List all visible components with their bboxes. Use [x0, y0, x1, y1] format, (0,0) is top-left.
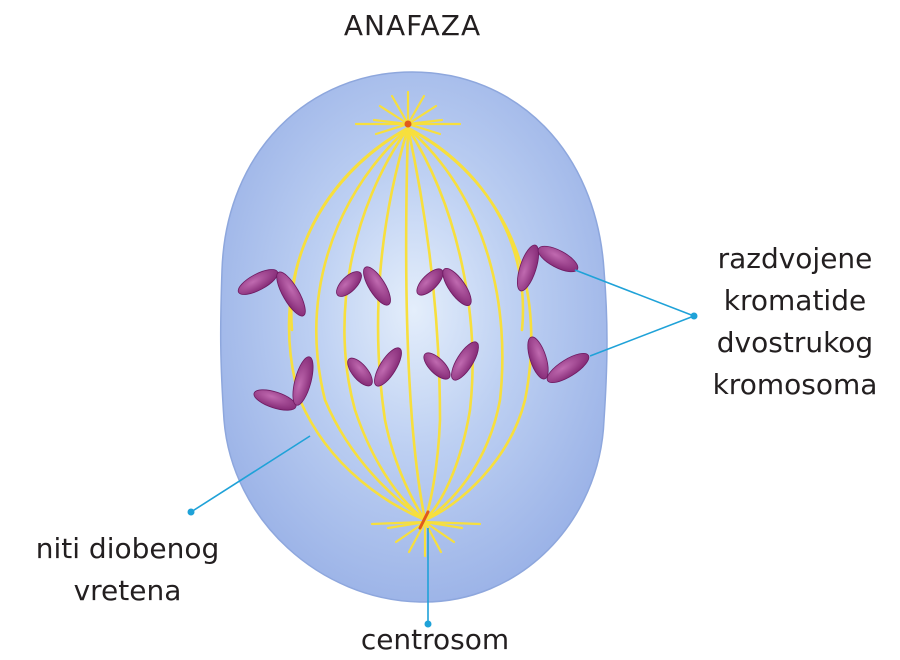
bottom-centrosome — [418, 510, 430, 530]
label-chromatids-line: razdvojene — [717, 242, 873, 275]
label-centrosome: centrosom — [360, 623, 510, 656]
top-centrosome — [404, 120, 412, 128]
label-chromatids-line: kromatide — [723, 284, 867, 317]
chromatids-upper — [237, 244, 579, 317]
leader-dots — [187, 312, 698, 628]
chromatids-lower — [253, 336, 590, 411]
label-spindle-line: niti diobenog — [35, 532, 220, 565]
label-chromatids-line: kromosoma — [712, 368, 878, 401]
leader-lines — [190, 269, 695, 624]
leader-chromatids-lower — [589, 315, 695, 357]
leader-spindle — [190, 435, 311, 513]
label-spindle-fibers: niti diobenog vretena — [20, 528, 235, 612]
diagram-title: ANAFAZA — [343, 9, 482, 42]
label-spindle-line: vretena — [73, 574, 182, 607]
cell-membrane — [219, 71, 608, 603]
label-chromatids-line: dvostrukog — [716, 326, 874, 359]
label-chromatids: razdvojene kromatide dvostrukog kromosom… — [690, 238, 900, 406]
top-centrosome-aster — [354, 90, 462, 136]
leader-chromatids-upper — [574, 269, 695, 317]
